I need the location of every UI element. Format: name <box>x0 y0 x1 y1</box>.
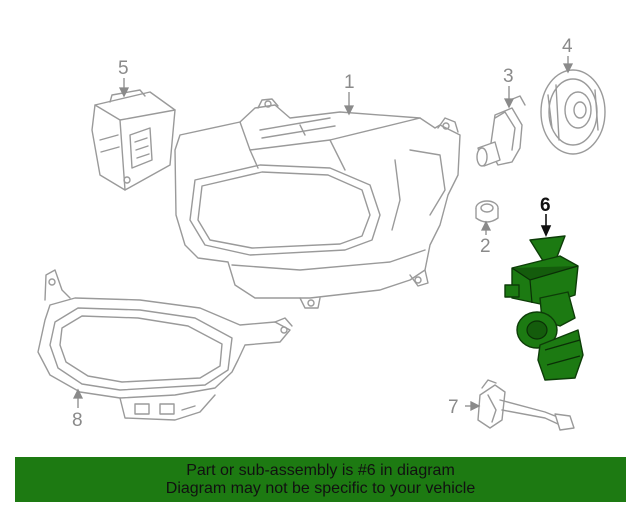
part-6-highlighted-assembly[interactable] <box>504 235 584 381</box>
info-banner: Part or sub-assembly is #6 in diagram Di… <box>15 457 626 502</box>
callout-6: 6 <box>540 195 551 216</box>
banner-line-2: Diagram may not be specific to your vehi… <box>165 479 476 497</box>
part-2-socket[interactable] <box>475 200 499 223</box>
callout-8: 8 <box>72 410 83 431</box>
part-8-bezel[interactable] <box>37 269 293 421</box>
callout-2: 2 <box>480 236 491 257</box>
callout-4: 4 <box>562 36 573 57</box>
part-4-cap[interactable] <box>540 69 606 155</box>
part-5-control-module[interactable] <box>91 89 176 191</box>
part-3-bulb[interactable] <box>476 95 526 167</box>
callout-3: 3 <box>503 66 514 87</box>
callout-7: 7 <box>448 397 459 418</box>
banner-line-1: Part or sub-assembly is #6 in diagram <box>186 461 455 479</box>
callout-5: 5 <box>118 58 129 79</box>
callout-1: 1 <box>344 72 355 93</box>
part-1-headlamp-assembly[interactable] <box>174 98 461 309</box>
parts-diagram: 1 2 3 4 5 6 7 8 <box>37 36 606 431</box>
part-7-connector[interactable] <box>477 379 575 431</box>
